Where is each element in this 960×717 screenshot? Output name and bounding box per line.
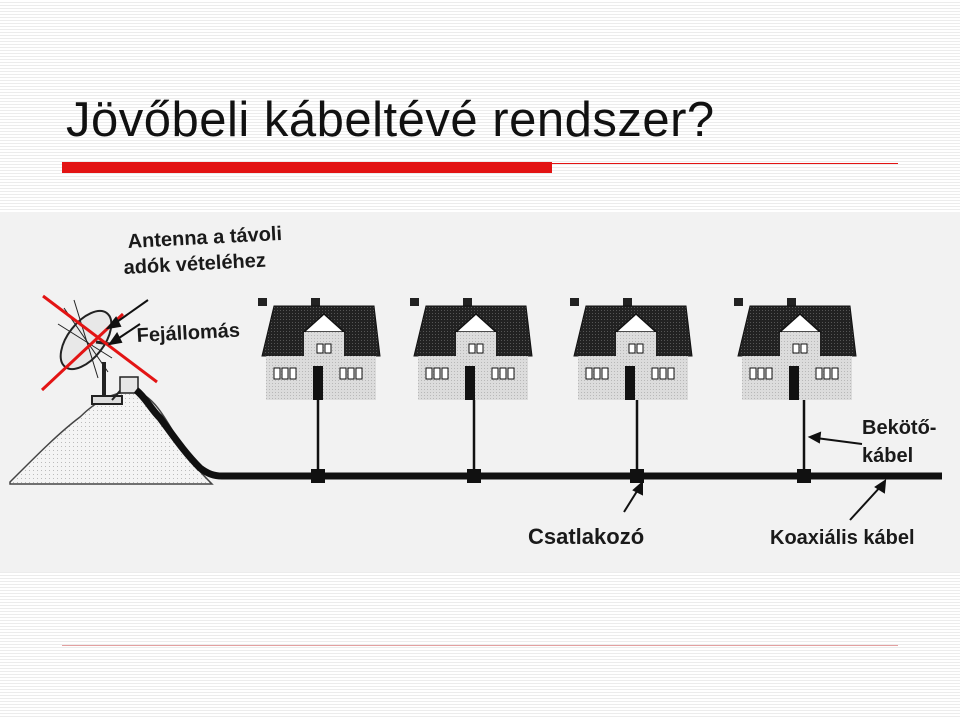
label-coax-cable: Koaxiális kábel [770, 527, 915, 549]
label-headend: Fejállomás [136, 320, 240, 347]
footer-rule [62, 645, 898, 646]
title-underline-thick [62, 162, 552, 173]
connector-4 [797, 469, 811, 483]
house-2 [409, 297, 533, 401]
slide-title: Jövőbeli kábeltévé rendszer? [66, 93, 715, 147]
connector-2 [467, 469, 481, 483]
label-antenna-line2: adók vételéhez [123, 250, 266, 279]
house-3 [569, 297, 693, 401]
headend-cable [133, 387, 942, 480]
label-connector: Csatlakozó [528, 524, 644, 549]
label-drop-cable-line2: kábel [862, 445, 913, 467]
cable-tv-diagram: Antenna a távoli adók vételéhez Fejállom… [9, 223, 942, 549]
strike-line-1 [42, 294, 158, 384]
house-1 [257, 297, 381, 401]
connector-3 [630, 469, 644, 483]
house-4 [733, 297, 857, 401]
hill [9, 391, 214, 485]
label-antenna-line1: Antenna a távoli [127, 223, 282, 253]
title-underline-thin [552, 163, 898, 164]
connector-1 [311, 469, 325, 483]
label-drop-cable-line1: Bekötő- [862, 417, 936, 439]
headend-box [119, 376, 139, 394]
antenna-dish [57, 299, 127, 405]
